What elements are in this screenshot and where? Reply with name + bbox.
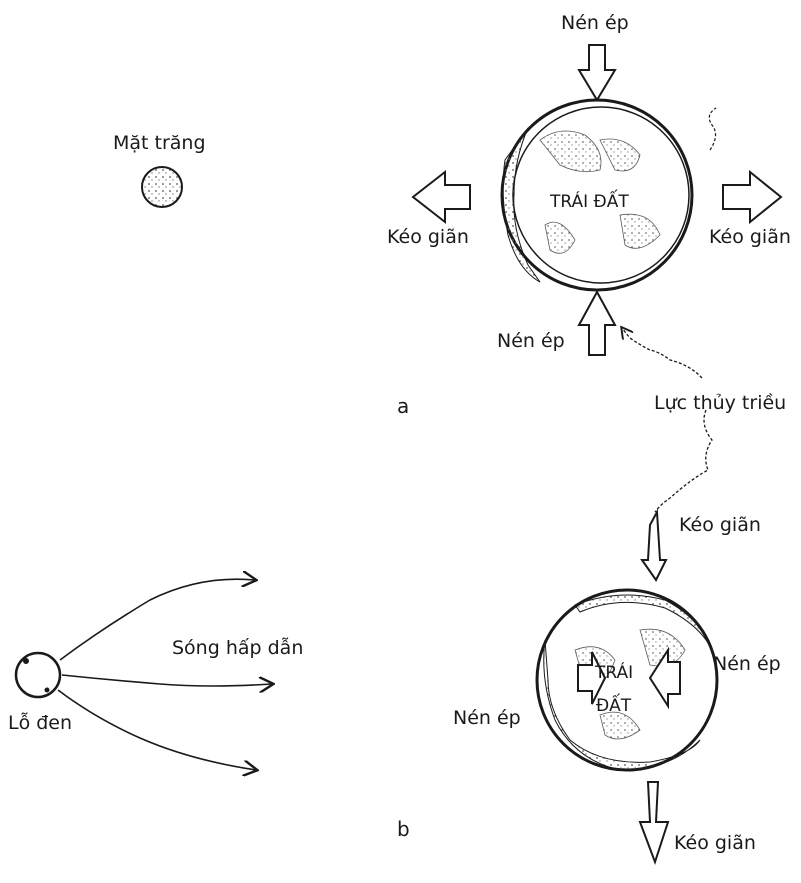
earth-label-b-line2: ĐẤT xyxy=(596,696,631,716)
tidal-force-leader xyxy=(622,328,702,378)
gravitational-wave-2 xyxy=(62,675,272,686)
panel-letter-b: b xyxy=(397,818,410,840)
compress-label-left-b: Nén ép xyxy=(453,707,521,729)
tidal-force-leader-b xyxy=(655,410,712,512)
compress-arrow-bottom xyxy=(579,292,615,355)
stretch-arrow-bottom xyxy=(640,782,668,862)
tidal-force-label: Lực thủy triều xyxy=(654,392,786,414)
stretch-arrow-left xyxy=(413,172,470,222)
earth-label-a: TRÁI ĐẤT xyxy=(550,192,629,212)
gravitational-wave-3 xyxy=(58,690,256,770)
earth-label-b-line1: TRÁI xyxy=(595,663,633,683)
panel-letter-a: a xyxy=(397,395,409,417)
stretch-arrow-right xyxy=(723,172,781,222)
stretch-label-top-b: Kéo giãn xyxy=(679,514,761,536)
stretch-label-right: Kéo giãn xyxy=(709,226,791,248)
compress-label-right-b: Nén ép xyxy=(713,653,781,675)
compress-label-bottom: Nén ép xyxy=(497,330,565,352)
compress-arrow-top xyxy=(579,45,615,100)
compress-label-top: Nén ép xyxy=(561,12,629,34)
stretch-label-left: Kéo giãn xyxy=(387,226,469,248)
tidal-force-leader-upper xyxy=(709,108,716,150)
stretch-arrow-top xyxy=(642,512,666,580)
gravitational-waves-label: Sóng hấp dẫn xyxy=(172,637,303,659)
moon xyxy=(142,167,182,207)
black-hole-label: Lỗ đen xyxy=(8,712,72,734)
black-hole xyxy=(16,653,60,697)
stretch-label-bottom-b: Kéo giãn xyxy=(674,832,756,854)
moon-label: Mặt trăng xyxy=(113,132,206,154)
